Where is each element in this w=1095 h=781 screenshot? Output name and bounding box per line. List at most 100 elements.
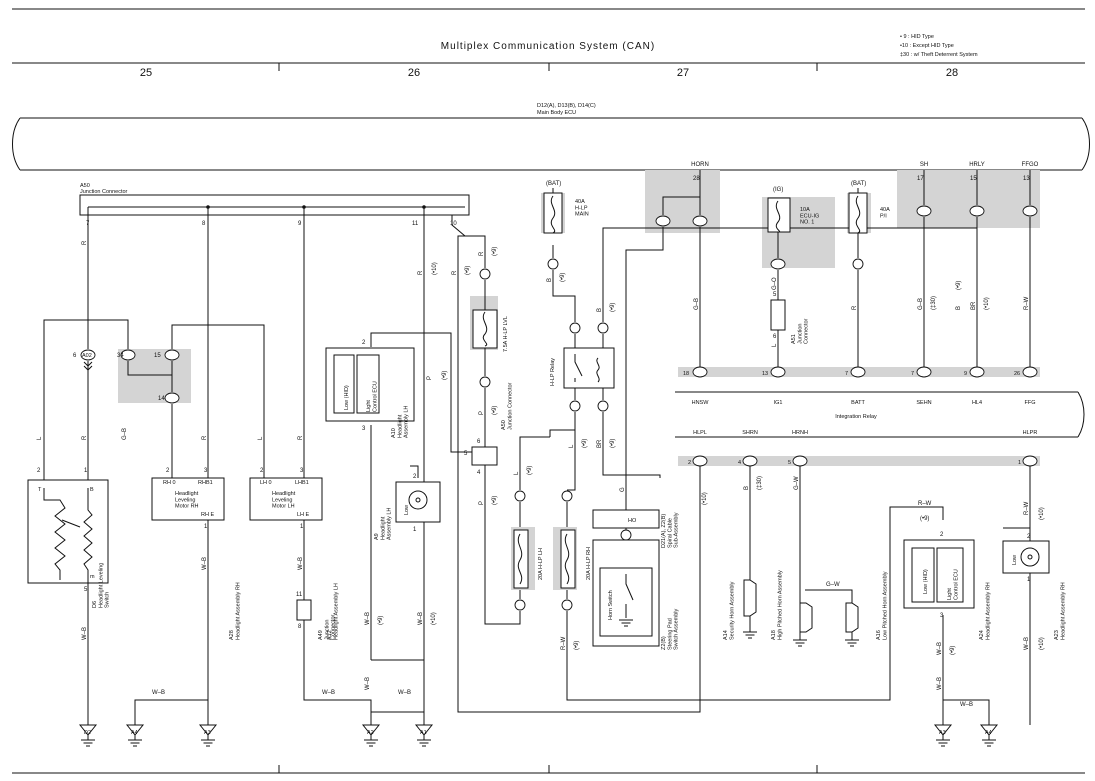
d6-label: D6Headlight LevelingSwitch [92,563,111,608]
note-9: • 9 : HID Type [900,34,934,40]
svg-text:(•10): (•10) [1039,507,1045,520]
svg-text:(•9): (•9) [582,439,588,448]
ig-label: (IG) [773,187,783,193]
page-title: Multiplex Communication System (CAN) [441,41,655,52]
svg-text:A18High Pitched Horn Assembly: A18High Pitched Horn Assembly [771,570,783,640]
svg-text:(‡30): (‡30) [757,476,763,490]
svg-text:R: R [479,251,485,256]
svg-text:G–W: G–W [826,582,840,588]
svg-text:L: L [258,436,264,440]
note-30: ‡30 : w/ Theft Deterrent System [900,52,978,58]
svg-text:8: 8 [298,624,302,630]
svg-text:A02: A02 [82,353,92,359]
svg-text:5: 5 [464,451,468,457]
svg-text:W–B: W–B [202,557,208,570]
svg-text:G: G [620,487,626,492]
svg-text:7: 7 [845,371,848,377]
a50-code: A50 [80,183,90,189]
svg-text:34: 34 [117,353,124,359]
svg-text:2: 2 [37,468,41,474]
z2-label: Z2(B)Steering PadSwitch Assembly [661,608,680,650]
a9-headlight-assembly: 2 Low 1 A9HeadlightAssembly LH [374,474,441,540]
a51-label: A51JunctionConnector [791,318,810,344]
svg-text:(•9): (•9) [956,281,962,290]
svg-text:4: 4 [738,460,741,466]
svg-text:1: 1 [413,527,417,533]
svg-text:(•9): (•9) [610,303,616,312]
svg-text:W–B: W–B [960,702,973,708]
d6-headlight-leveling-switch: 2 1 T B m 5 D6Headlight LevelingSwitch [27,468,111,608]
note-10: •10 : Except HID Type [900,43,954,49]
svg-text:13: 13 [762,371,768,377]
ecu-terminal-hrly: HRLY [969,162,985,168]
wires [43,170,1031,725]
svg-text:(•9): (•9) [442,371,448,380]
svg-text:H-LP Relay: H-LP Relay [550,358,556,386]
svg-text:R: R [298,435,304,440]
svg-text:P: P [479,411,485,415]
svg-text:11: 11 [412,221,419,227]
svg-text:BATT: BATT [851,400,865,406]
svg-text:2: 2 [260,468,264,474]
svg-text:Low (HID): Low (HID) [923,569,929,594]
svg-text:(•9): (•9) [465,266,471,275]
svg-text:3: 3 [204,468,208,474]
a24-label: A24Headlight Assembly RH [979,582,991,640]
svg-text:Horn Switch: Horn Switch [608,590,614,620]
svg-text:(•9): (•9) [920,516,929,522]
svg-text:R–W: R–W [561,636,567,650]
ecu-pin-sh: 17 [917,176,924,182]
svg-text:W–B: W–B [322,690,335,696]
svg-text:LH E: LH E [297,512,310,518]
svg-text:D2: D2 [84,730,91,736]
svg-text:10: 10 [450,221,457,227]
a12-label: A12Headlight Assembly LH [327,583,339,640]
svg-text:(•10): (•10) [1039,637,1045,650]
fuse-hlp-lh: 20A H-LP LH [513,529,544,589]
integration-relay-name: Integration Relay [835,414,877,420]
spiral-cable: HO D21(A), Z2(B)Spiral CableSub-Assembly [592,509,680,548]
a50-name: Junction Connector [80,189,128,195]
svg-text:W–B: W–B [298,557,304,570]
svg-text:1: 1 [1027,577,1031,583]
svg-text:5: 5 [84,587,88,593]
svg-text:SHRN: SHRN [742,430,758,436]
svg-text:SEHN: SEHN [916,400,931,406]
svg-text:3: 3 [300,468,304,474]
a50-junction-connector-2: 6 4 5 A50Junction Connector [464,382,513,476]
svg-text:(•9): (•9) [527,466,533,475]
svg-text:20A H-LP RH: 20A H-LP RH [586,547,592,580]
svg-text:HLPR: HLPR [1023,430,1038,436]
svg-text:2: 2 [166,468,170,474]
a23-label: A23Headlight Assembly RH [1054,582,1066,640]
a23-headlight-assembly: 2 Low 1 A23Headlight Assembly RH [1002,534,1066,640]
svg-text:R: R [852,305,858,310]
svg-text:A16Low Pitched Horn Assembly: A16Low Pitched Horn Assembly [876,571,888,640]
svg-text:R–W: R–W [918,501,932,507]
svg-text:5: 5 [773,292,777,298]
zone-25: 25 [140,67,152,79]
svg-text:A3: A3 [939,730,946,736]
svg-text:R: R [418,270,424,275]
svg-text:(•9): (•9) [492,496,498,505]
svg-text:8: 8 [202,221,206,227]
wire-color-labels: R R L G–B R L R R (•10) R (•9) R (•9) P … [37,240,1045,708]
svg-text:G–B: G–B [122,428,128,440]
svg-text:W–B: W–B [152,690,165,696]
header: Multiplex Communication System (CAN) • 9… [12,8,1085,79]
footer [12,765,1085,774]
a18-high-pitched-horn: A18High Pitched Horn Assembly [771,570,813,647]
svg-text:6: 6 [73,353,77,359]
svg-text:(•9): (•9) [492,406,498,415]
svg-text:6: 6 [773,334,777,340]
svg-text:(‡30): (‡30) [931,296,937,310]
svg-text:(•9): (•9) [560,273,566,282]
svg-text:20A H-LP LH: 20A H-LP LH [538,548,544,580]
svg-text:2: 2 [1027,534,1031,540]
a28-label: A28Headlight Assembly RH [229,582,241,640]
bat-label-1: (BAT) [546,181,561,187]
